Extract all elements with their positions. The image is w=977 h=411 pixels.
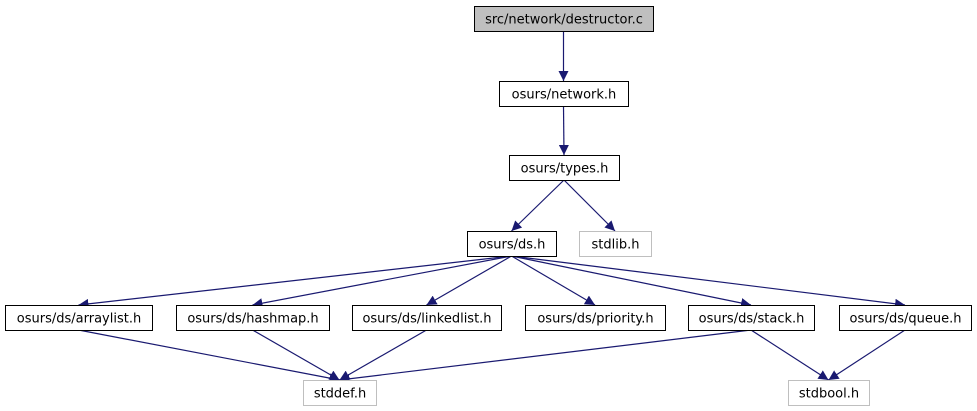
node-label: osurs/ds/priority.h: [537, 312, 653, 327]
node-types[interactable]: osurs/types.h: [509, 155, 620, 181]
edge-network-to-types: [558, 105, 569, 156]
node-destructor[interactable]: src/network/destructor.c: [474, 6, 654, 32]
node-box: [352, 305, 502, 331]
edge-arrow: [828, 329, 906, 381]
node-linkedlist[interactable]: osurs/ds/linkedlist.h: [352, 305, 502, 331]
edge-types-to-ds: [511, 179, 565, 232]
edge-arrow: [563, 179, 616, 232]
edge-arrow: [511, 255, 752, 308]
node-label: osurs/ds/arraylist.h: [17, 312, 141, 327]
node-label: stddef.h: [314, 387, 366, 402]
node-label: osurs/ds.h: [479, 238, 546, 253]
edge-ds-to-arraylist: [78, 255, 512, 309]
edge-arrow: [78, 329, 340, 384]
node-box: [525, 305, 666, 331]
node-label: osurs/network.h: [512, 88, 617, 103]
edge-arraylist-to-stddef: [78, 329, 340, 384]
edge-arrow: [511, 255, 906, 309]
node-box: [176, 305, 330, 331]
node-box: [5, 305, 153, 331]
node-queue[interactable]: osurs/ds/queue.h: [839, 305, 972, 331]
node-box: [474, 6, 654, 32]
edge-arrow: [339, 329, 752, 384]
node-stdbool: stdbool.h: [788, 380, 870, 406]
node-box: [509, 155, 620, 181]
node-box: [303, 380, 377, 406]
node-label: src/network/destructor.c: [485, 13, 643, 28]
edge-arrow: [426, 255, 512, 306]
edge-arrow: [511, 255, 596, 306]
node-box: [688, 305, 815, 331]
edge-ds-to-priority: [511, 255, 596, 306]
edges-layer: [78, 31, 906, 384]
edge-ds-to-stack: [511, 255, 752, 308]
edge-hashmap-to-stddef: [252, 329, 340, 381]
node-network[interactable]: osurs/network.h: [499, 81, 629, 107]
edge-ds-to-hashmap: [252, 255, 512, 309]
node-box: [839, 305, 972, 331]
edge-arrow: [558, 105, 569, 156]
edge-arrow: [339, 329, 427, 381]
node-stack[interactable]: osurs/ds/stack.h: [688, 305, 815, 331]
edge-arrow: [252, 329, 340, 381]
node-label: stdlib.h: [592, 238, 640, 253]
node-ds[interactable]: osurs/ds.h: [467, 231, 557, 257]
edge-ds-to-linkedlist: [426, 255, 512, 306]
edge-arrow: [750, 329, 829, 381]
node-priority[interactable]: osurs/ds/priority.h: [525, 305, 666, 331]
node-stdlib: stdlib.h: [579, 231, 652, 257]
edge-ds-to-queue: [511, 255, 906, 309]
node-arraylist[interactable]: osurs/ds/arraylist.h: [5, 305, 153, 331]
edge-stack-to-stddef: [339, 329, 752, 384]
node-box: [579, 231, 652, 257]
node-stddef: stddef.h: [303, 380, 377, 406]
node-label: osurs/ds/queue.h: [850, 312, 962, 327]
node-box: [499, 81, 629, 107]
edge-arrow: [252, 255, 512, 309]
node-label: osurs/ds/hashmap.h: [187, 312, 318, 327]
edge-stack-to-stdbool: [750, 329, 829, 381]
node-label: osurs/ds/linkedlist.h: [362, 312, 491, 327]
nodes-layer: src/network/destructor.c osurs/network.h o…: [5, 6, 972, 406]
node-hashmap[interactable]: osurs/ds/hashmap.h: [176, 305, 330, 331]
edge-types-to-stdlib: [563, 179, 616, 232]
edge-queue-to-stdbool: [828, 329, 906, 381]
node-label: stdbool.h: [799, 387, 859, 402]
node-label: osurs/ds/stack.h: [699, 312, 805, 327]
edge-linkedlist-to-stddef: [339, 329, 427, 381]
node-box: [467, 231, 557, 257]
node-box: [788, 380, 870, 406]
edge-arrow: [511, 179, 565, 232]
node-label: osurs/types.h: [521, 162, 609, 177]
edge-arrow: [78, 255, 512, 309]
